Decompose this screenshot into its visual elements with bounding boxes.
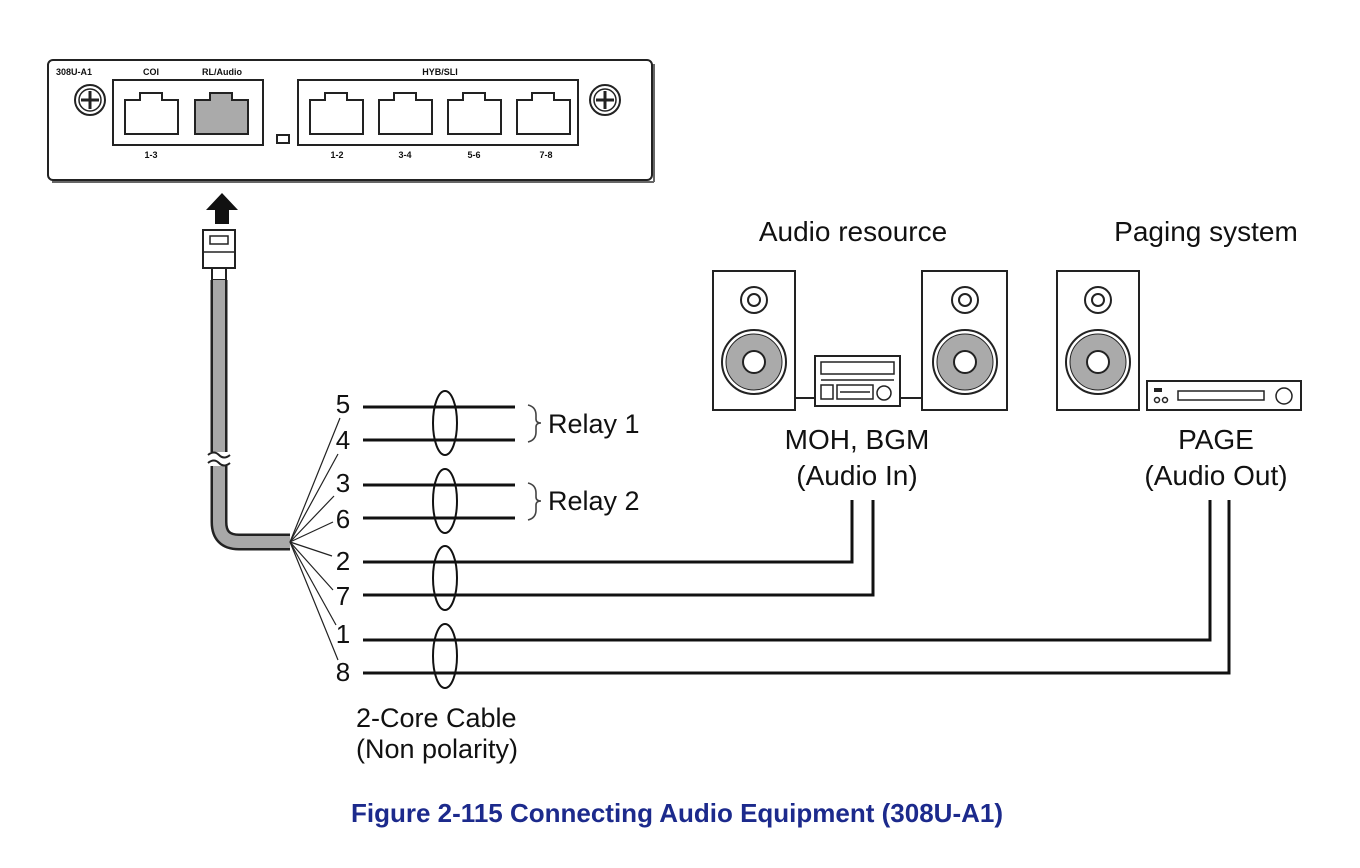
paging-amplifier-icon: [1146, 380, 1302, 411]
pin-label: 4: [336, 425, 350, 455]
rl-audio-label: RL/Audio: [202, 67, 242, 77]
status-led: [276, 134, 290, 144]
speaker-icon: [921, 270, 1008, 411]
rj-connector-plug: [202, 229, 236, 281]
wire-fanout: [289, 417, 341, 661]
panel-model-label: 308U-A1: [56, 67, 92, 77]
hyb-port-label: 1-2: [330, 150, 343, 160]
hyb-sli-label: HYB/SLI: [422, 67, 458, 77]
cable-polarity-label: (Non polarity): [356, 734, 518, 764]
wires: [363, 405, 1231, 675]
pin-label: 2: [336, 546, 350, 576]
co-port-label: 1-3: [144, 150, 157, 160]
card-panel: 308U-A1 COI RL/Audio 1-3 HYB/SLI: [47, 59, 655, 183]
pin-label: 8: [336, 657, 350, 687]
pin-label: 1: [336, 619, 350, 649]
hyb-port-label: 3-4: [398, 150, 411, 160]
audio-resource-sublabel: (Audio In): [796, 460, 917, 491]
twist-loops: [432, 390, 458, 689]
figure-caption: Figure 2-115 Connecting Audio Equipment …: [351, 798, 1003, 828]
relay-brackets: [527, 404, 542, 521]
paging-label: PAGE: [1178, 424, 1254, 455]
speaker-icon: [712, 270, 796, 411]
co-label: COI: [143, 67, 159, 77]
audio-resource-title: Audio resource: [759, 216, 947, 247]
paging-system-title: Paging system: [1114, 216, 1298, 247]
pin-labels: 5 4 3 6 2 7 1 8: [336, 389, 350, 687]
pin-label: 6: [336, 504, 350, 534]
right-screw-icon: [589, 84, 621, 116]
hyb-port-jack: [516, 92, 571, 135]
co-port-jack: [124, 92, 179, 135]
hyb-port-label: 5-6: [467, 150, 480, 160]
left-screw-icon: [74, 84, 106, 116]
pin-label: 3: [336, 468, 350, 498]
cable-type-label: 2-Core Cable: [356, 703, 517, 733]
hyb-port-jack: [447, 92, 502, 135]
audio-resource-label: MOH, BGM: [785, 424, 930, 455]
rl-audio-port-jack: [194, 92, 249, 135]
relay-1-label: Relay 1: [548, 409, 640, 439]
hyb-port-jack: [378, 92, 433, 135]
amplifier-icon: [795, 355, 922, 407]
pin-label: 5: [336, 389, 350, 419]
relay-2-label: Relay 2: [548, 486, 640, 516]
hyb-port-jack: [309, 92, 364, 135]
speaker-icon: [1056, 270, 1140, 411]
paging-sublabel: (Audio Out): [1144, 460, 1287, 491]
cable: [206, 280, 290, 551]
up-arrow-icon: [206, 193, 238, 224]
hyb-port-label: 7-8: [539, 150, 552, 160]
pin-label: 7: [336, 581, 350, 611]
